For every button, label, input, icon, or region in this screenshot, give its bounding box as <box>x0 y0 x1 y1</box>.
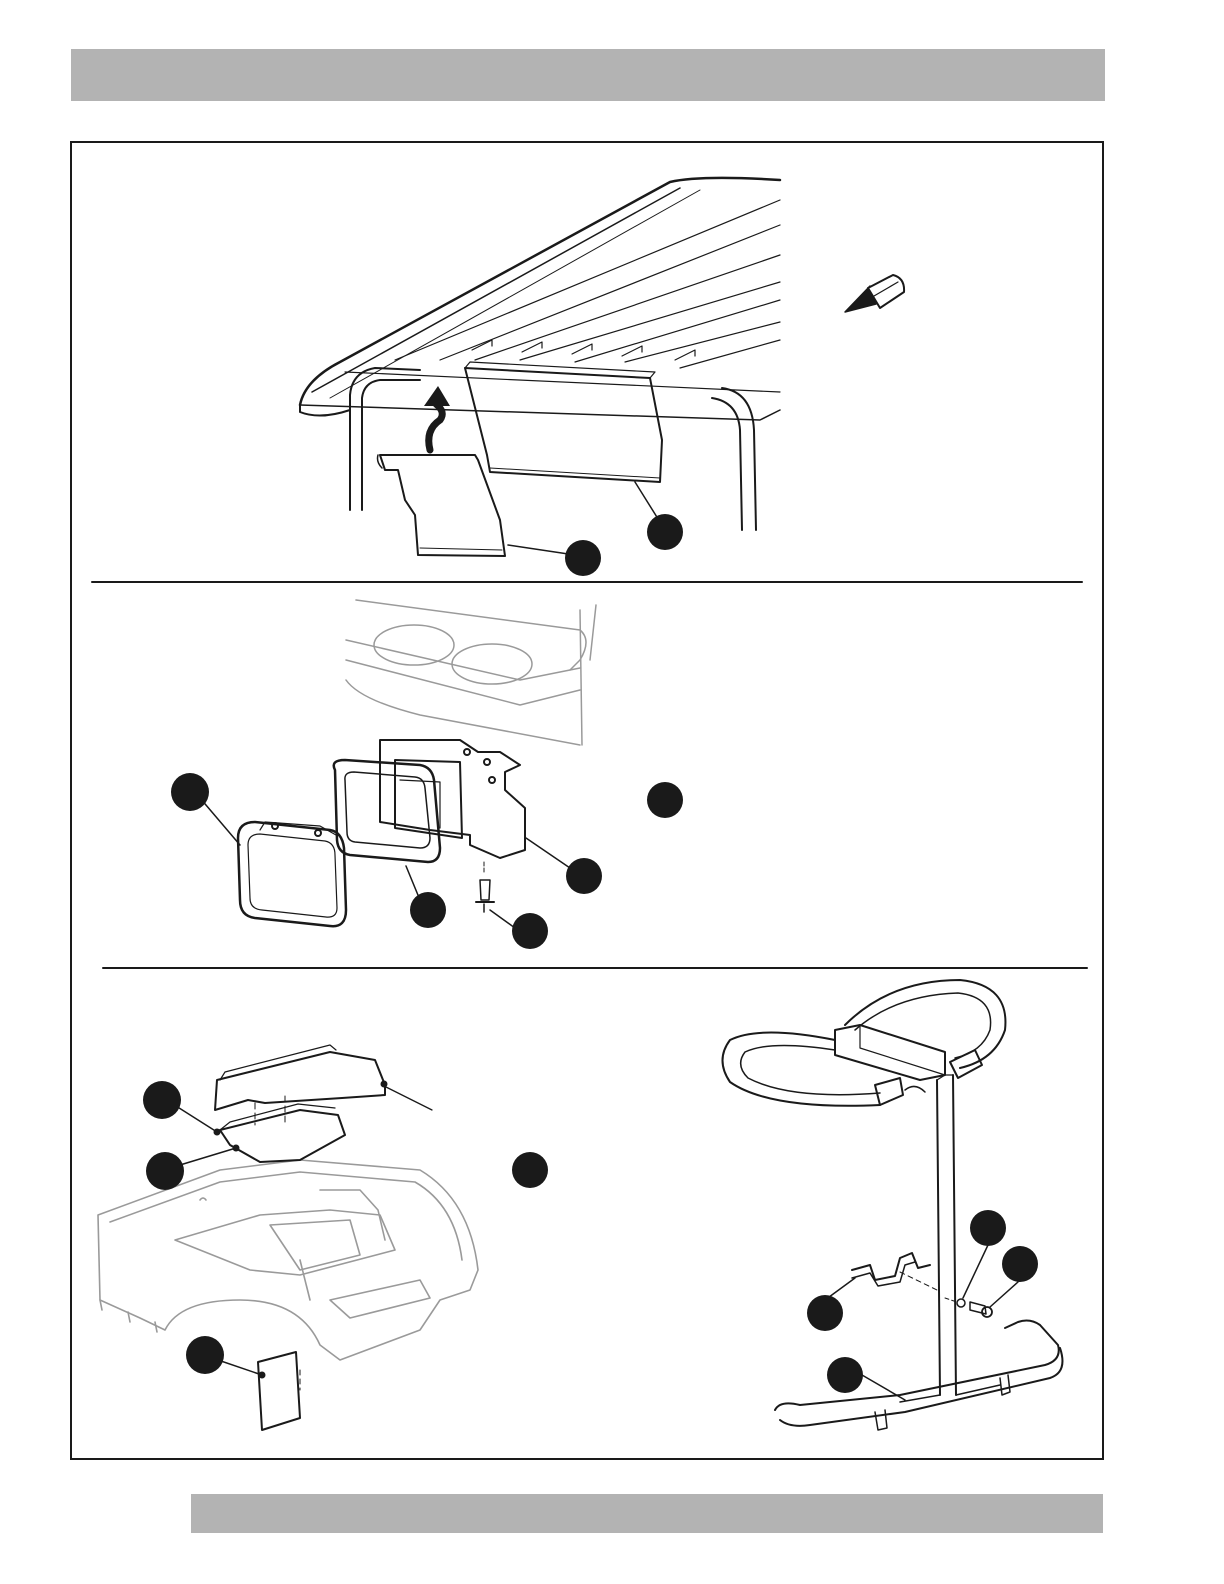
pencil-note-icon <box>845 275 904 312</box>
callout-top-1 <box>565 540 601 576</box>
callout-mid-2 <box>410 892 446 928</box>
callout-mid-step <box>647 782 683 818</box>
callout-bot-6 <box>807 1295 843 1331</box>
callout-mid-3 <box>566 858 602 894</box>
callout-bot-1 <box>143 1081 181 1119</box>
footer-bar <box>191 1494 1103 1533</box>
callout-bot-7 <box>827 1357 863 1393</box>
callout-bot-3 <box>186 1336 224 1374</box>
rear-body-illustration <box>98 1160 478 1360</box>
headlight-assembly <box>200 740 570 928</box>
bag-holder-illustration <box>723 980 1063 1430</box>
callout-bot-step <box>512 1152 548 1188</box>
cover-parts <box>176 1045 432 1430</box>
callout-bot-2 <box>146 1152 184 1190</box>
callout-bot-4 <box>970 1210 1006 1246</box>
callout-bot-5 <box>1002 1246 1038 1282</box>
roof-illustration <box>300 178 780 556</box>
callout-top-2 <box>647 514 683 550</box>
callout-mid-4 <box>512 913 548 949</box>
dash-illustration <box>346 600 596 745</box>
callout-mid-1 <box>171 773 209 811</box>
